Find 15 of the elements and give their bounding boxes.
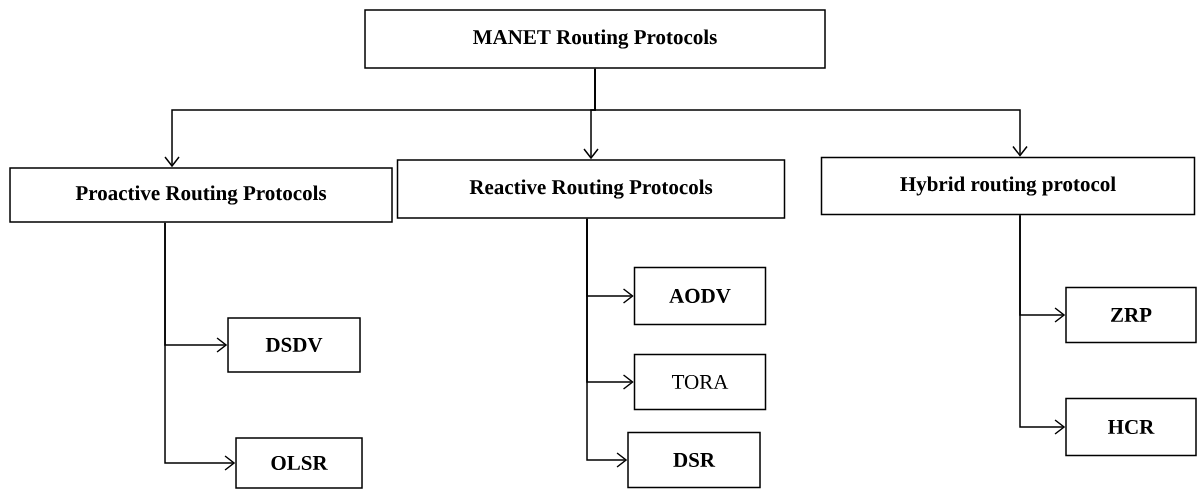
box: DSR [627, 431, 761, 489]
box: TORA [633, 353, 767, 411]
arrow [164, 222, 236, 471]
arrow [1019, 214, 1066, 435]
box: MANET Routing Protocols [364, 9, 826, 69]
box: OLSR [235, 437, 363, 489]
box: ZRP [1065, 286, 1197, 344]
arrow [594, 68, 1028, 157]
box: AODV [633, 266, 767, 326]
box: DSDV [227, 317, 361, 373]
box: Proactive Routing Protocols [9, 167, 393, 223]
box: Reactive Routing Protocols [396, 159, 786, 219]
box: Hybrid routing protocol [820, 156, 1196, 216]
box: HCR [1065, 397, 1197, 457]
arrow [586, 218, 628, 468]
